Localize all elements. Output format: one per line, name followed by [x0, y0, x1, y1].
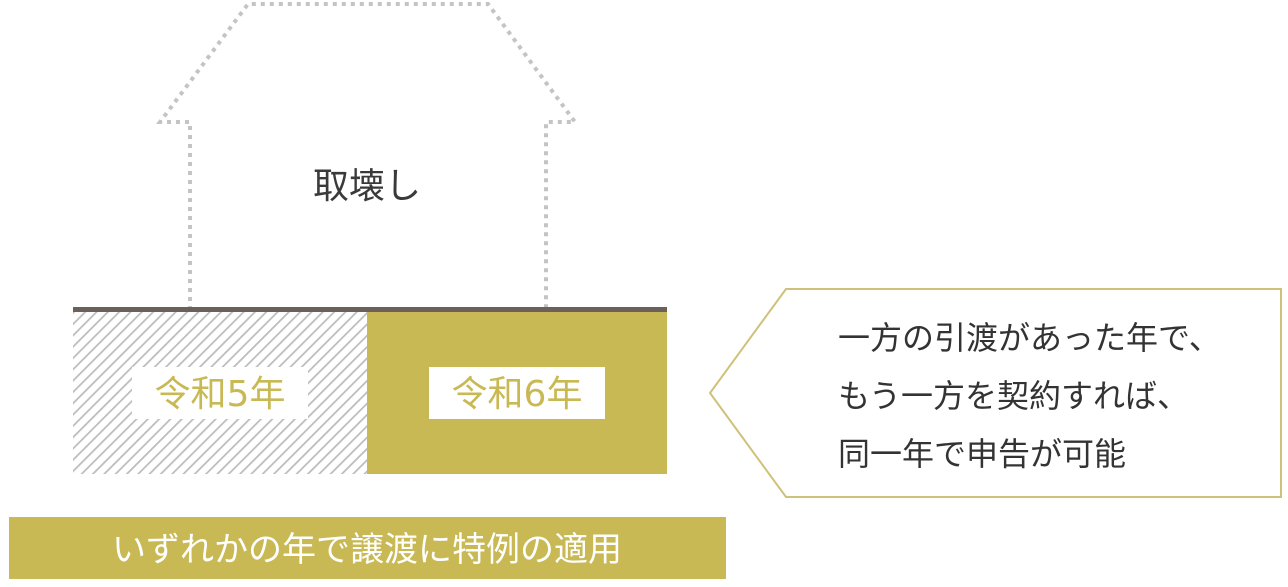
callout-arrow-box: [708, 288, 1282, 498]
demolished-house-outline: [156, 2, 579, 310]
callout-line-2: もう一方を契約すれば、: [838, 377, 1189, 415]
callout-line-1: 一方の引渡があった年で、: [838, 319, 1221, 357]
bottom-bar-text: いずれかの年で譲渡に特例の適用: [112, 530, 622, 570]
plot-left-label-box: [132, 367, 308, 419]
callout-line-3: 同一年で申告が可能: [838, 435, 1126, 473]
plot-right-label: 令和6年: [452, 374, 583, 415]
bottom-bar: [9, 517, 726, 579]
plot-right-label-box: [429, 367, 605, 419]
plot-left-label: 令和5年: [155, 374, 286, 415]
ground-line: [73, 307, 667, 312]
house-label: 取壊し: [313, 166, 421, 207]
